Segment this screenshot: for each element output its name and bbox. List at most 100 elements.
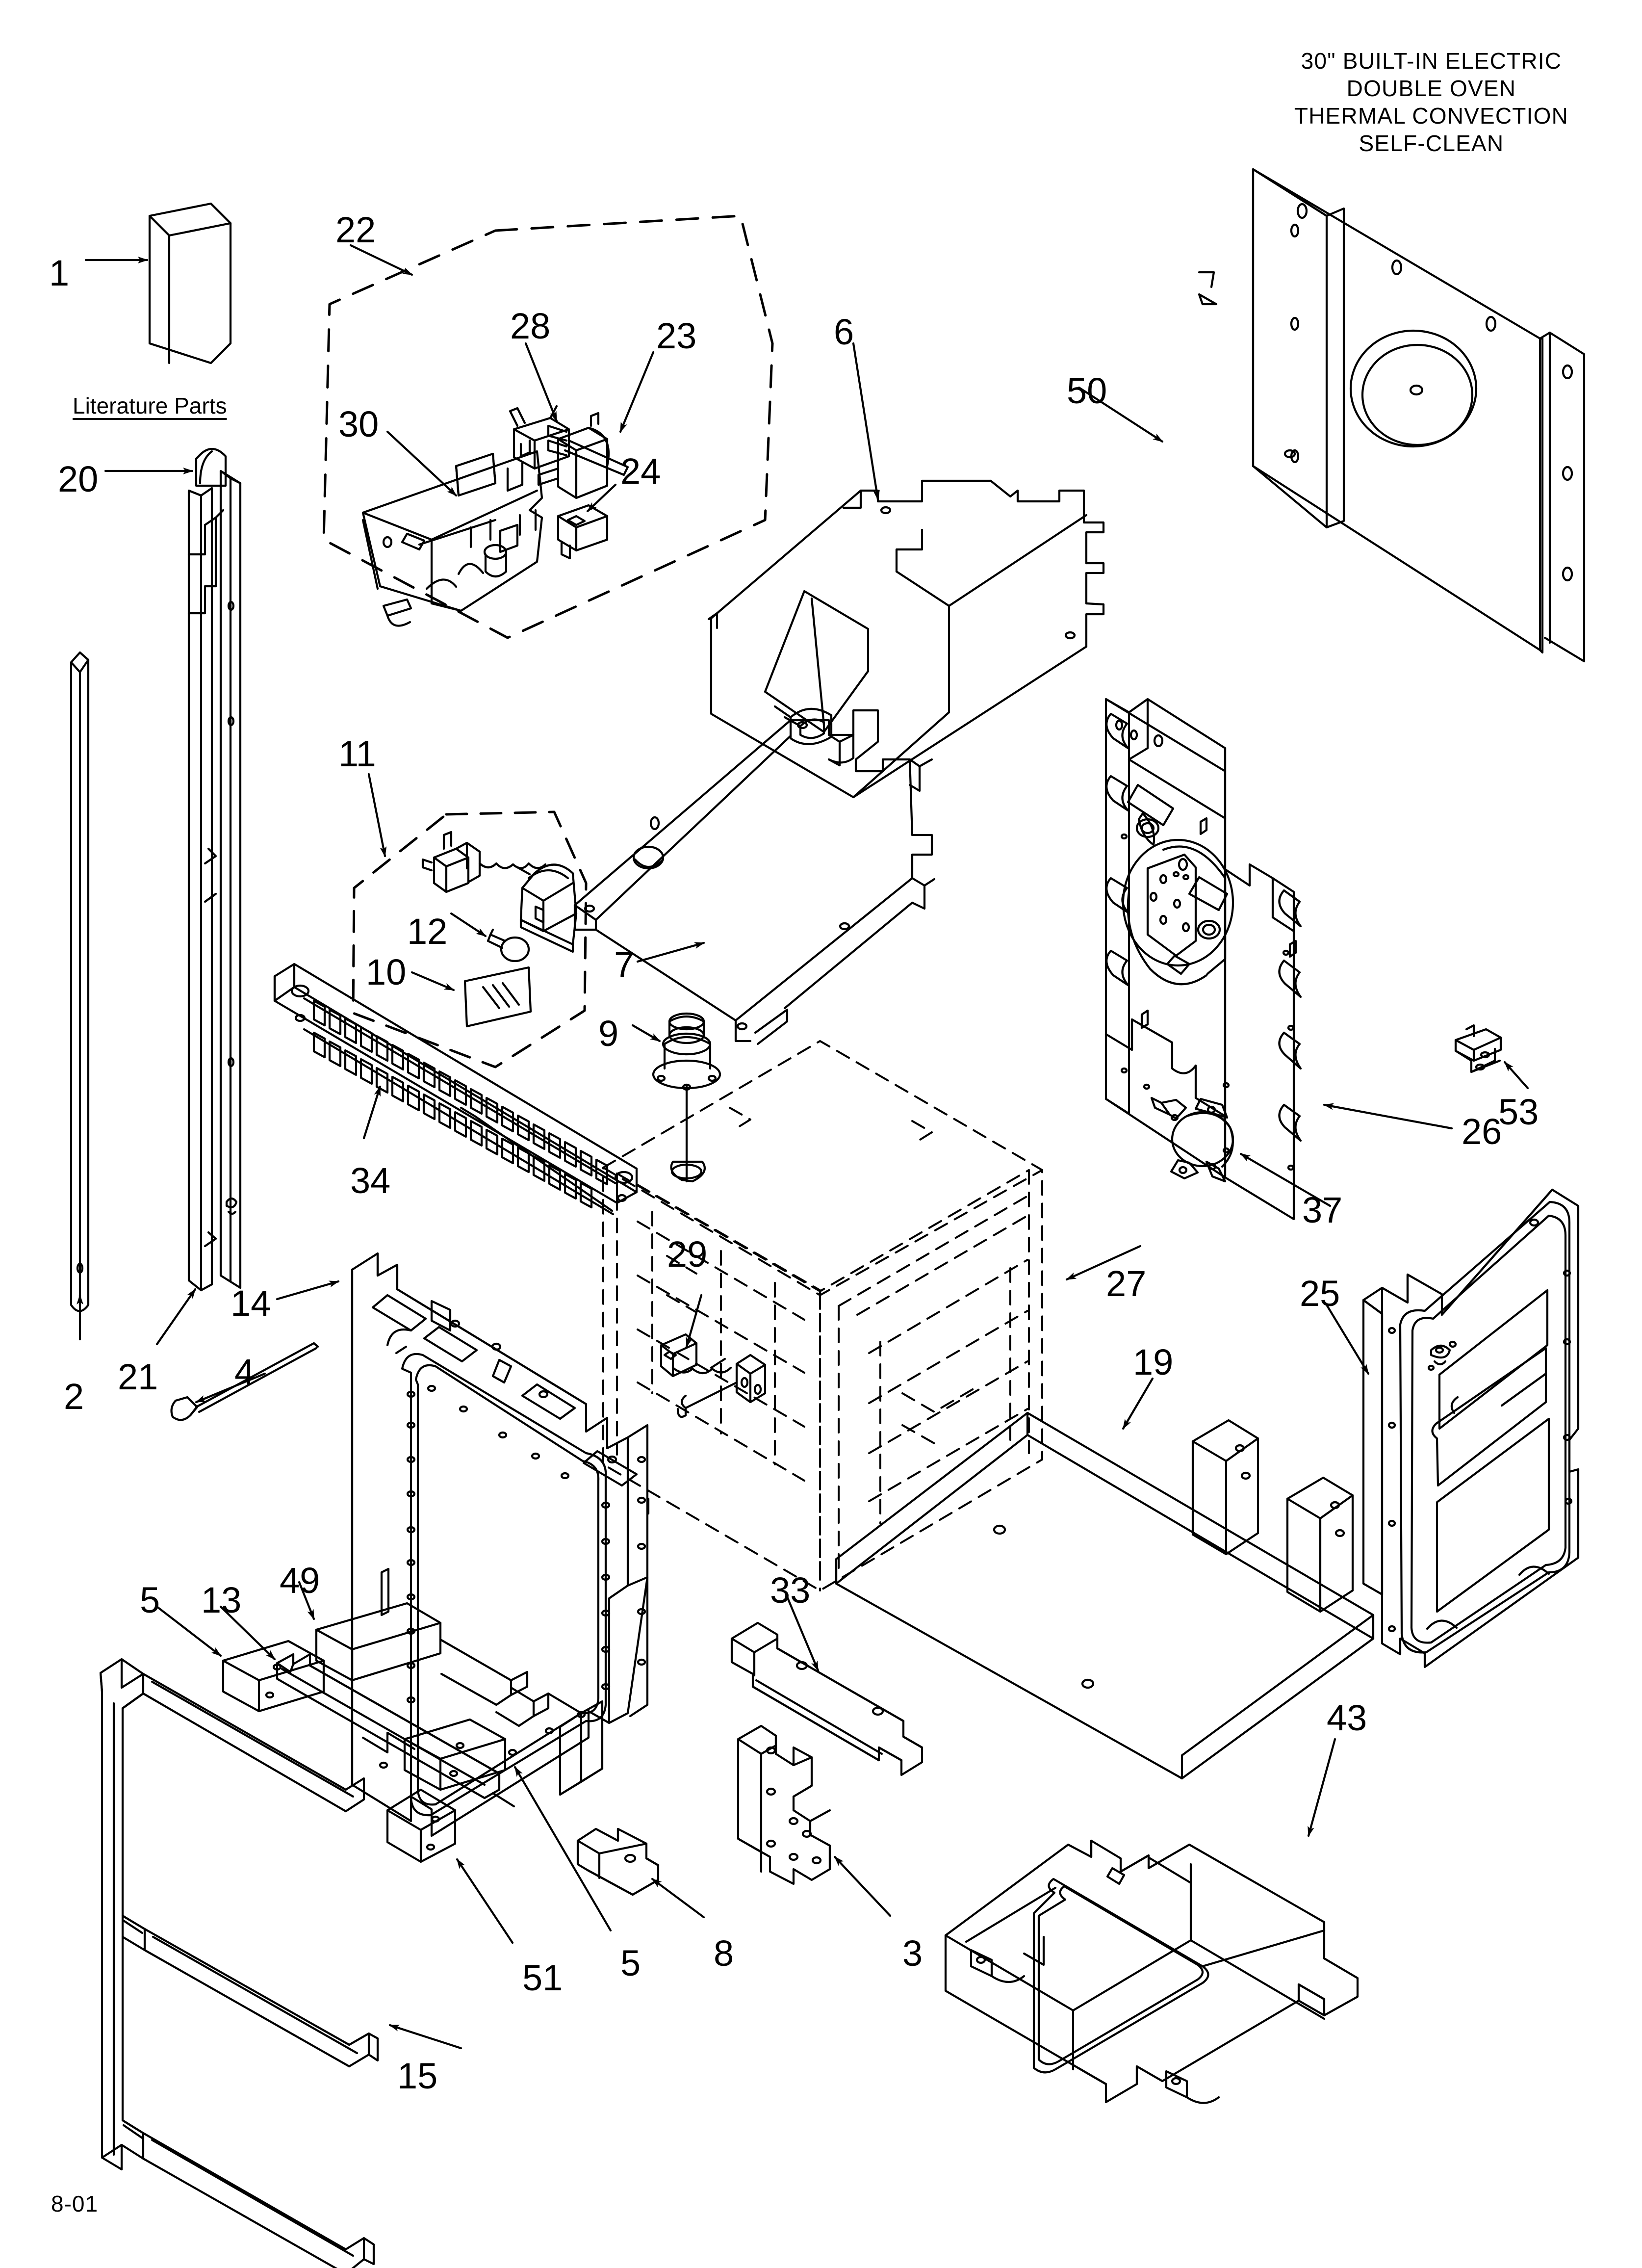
part-small-bracket — [576, 1827, 660, 1896]
callout-wire-clip[interactable]: 53 — [1498, 1092, 1539, 1132]
phantom-box-lamp-assembly — [352, 810, 588, 1069]
leader-10 — [410, 971, 455, 991]
leader-19 — [1122, 1377, 1154, 1430]
leader-6 — [852, 342, 880, 501]
part-support-channel — [730, 1621, 924, 1776]
part-side-liner-panel — [1362, 1188, 1580, 1668]
callout-trim-end-cap[interactable]: 20 — [58, 459, 99, 499]
part-micro-switch — [557, 504, 609, 560]
leader-26 — [1323, 1103, 1453, 1130]
callout-side-liner-panel[interactable]: 25 — [1300, 1273, 1340, 1314]
part-thermal-limiter — [1150, 1096, 1234, 1183]
leader-23 — [619, 351, 655, 433]
part-latch-motor — [537, 412, 610, 499]
part-literature-manual — [148, 202, 232, 365]
callout-support-channel[interactable]: 33 — [770, 1570, 811, 1611]
part-bottom-pan — [944, 1839, 1359, 2104]
leader-13 — [219, 1605, 276, 1661]
part-temperature-sensor — [660, 1333, 767, 1418]
sheet-footer-code: 8-01 — [51, 2191, 99, 2216]
leader-12 — [450, 912, 487, 938]
leader-11 — [367, 773, 387, 858]
phantom-box-latch-assembly — [322, 214, 774, 639]
callout-rear-outer-panel[interactable]: 50 — [1067, 370, 1107, 411]
callout-side-trim-rail[interactable]: 2 — [64, 1376, 84, 1417]
callout-latch-assembly-box[interactable]: 22 — [335, 209, 376, 250]
part-lamp-lens — [463, 966, 532, 1028]
part-thermostat — [652, 1012, 721, 1183]
callout-front-trim-rail[interactable]: 21 — [118, 1356, 158, 1397]
callout-gasket-retainer[interactable]: 13 — [201, 1580, 242, 1620]
callout-door-switch[interactable]: 28 — [510, 306, 551, 346]
drawing-title-block: 30" BUILT-IN ELECTRIC DOUBLE OVEN THERMA… — [1294, 47, 1568, 157]
callout-micro-switch[interactable]: 24 — [620, 451, 661, 492]
leader-15 — [388, 2024, 462, 2050]
leader-25 — [1325, 1303, 1370, 1375]
leader-50 — [1078, 386, 1164, 443]
callout-door-gasket[interactable]: 15 — [397, 2056, 438, 2096]
callout-door-rail[interactable]: 49 — [280, 1560, 320, 1601]
leader-8 — [651, 1877, 705, 1919]
part-door-gasket — [99, 1658, 379, 2268]
part-trim-corner-block — [386, 1788, 457, 1863]
callout-small-bracket[interactable]: 8 — [714, 1933, 734, 1974]
callout-thermostat[interactable]: 9 — [598, 1013, 619, 1054]
part-lamp-bulb — [487, 928, 530, 963]
part-hinge-bracket — [737, 1724, 831, 1885]
leader-9 — [631, 1024, 661, 1043]
callout-trim-block-upper[interactable]: 5 — [140, 1580, 160, 1620]
leader-49 — [298, 1581, 315, 1620]
part-oven-top-plate — [573, 709, 936, 1045]
callout-oven-top-plate[interactable]: 7 — [614, 944, 635, 985]
part-front-frame — [351, 1252, 650, 1837]
callout-thermal-limiter[interactable]: 37 — [1302, 1190, 1343, 1230]
part-screw — [170, 1342, 319, 1421]
callout-trim-block-lower[interactable]: 5 — [620, 1943, 641, 1983]
callout-vent-trim-panel[interactable]: 34 — [350, 1160, 391, 1201]
leader-22 — [349, 244, 413, 276]
title-line-3: THERMAL CONVECTION — [1294, 103, 1568, 129]
part-vent-deflector — [707, 479, 1105, 799]
callout-lamp-assembly-box[interactable]: 11 — [338, 733, 376, 774]
callout-rear-inner-panel[interactable]: 26 — [1462, 1111, 1502, 1152]
leader-27 — [1065, 1245, 1142, 1281]
leader-24 — [586, 483, 617, 513]
leader-33 — [786, 1595, 820, 1672]
part-rear-inner-panel — [1104, 698, 1302, 1221]
callout-literature-manual[interactable]: 1 — [49, 253, 70, 293]
part-front-trim-rail — [187, 469, 242, 1292]
part-side-trim-rail — [70, 651, 90, 1312]
callout-oven-cavity[interactable]: 27 — [1106, 1263, 1147, 1304]
callout-front-frame[interactable]: 14 — [231, 1283, 271, 1324]
part-wire-clip — [1454, 1024, 1502, 1073]
part-door-rail — [315, 1602, 604, 1796]
callout-trim-corner-block[interactable]: 51 — [522, 1957, 563, 1998]
part-divider-shelf — [835, 1411, 1375, 1780]
leader-7 — [636, 941, 705, 963]
leader-28 — [524, 342, 558, 422]
callout-latch-motor[interactable]: 23 — [656, 315, 697, 356]
callout-bottom-pan[interactable]: 43 — [1327, 1697, 1367, 1738]
part-door-switch — [509, 405, 629, 476]
callout-vent-deflector[interactable]: 6 — [834, 312, 854, 352]
callout-screw[interactable]: 4 — [234, 1352, 255, 1392]
callout-lamp-lens[interactable]: 10 — [366, 952, 407, 992]
title-line-1: 30" BUILT-IN ELECTRIC — [1301, 48, 1562, 74]
title-line-2: DOUBLE OVEN — [1346, 76, 1516, 102]
part-gasket-retainer — [276, 1653, 501, 1799]
part-trim-block-lower — [403, 1718, 507, 1791]
callout-hinge-bracket[interactable]: 3 — [902, 1933, 923, 1974]
part-latch-bracket — [361, 450, 543, 627]
callout-divider-shelf[interactable]: 19 — [1133, 1342, 1174, 1382]
callout-latch-bracket[interactable]: 30 — [338, 404, 379, 444]
part-rear-outer-panel — [1198, 168, 1586, 663]
leader-29 — [685, 1294, 703, 1348]
callout-temperature-sensor[interactable]: 29 — [667, 1234, 708, 1275]
leader-14 — [276, 1280, 340, 1301]
callout-lamp-bulb[interactable]: 12 — [407, 911, 448, 952]
leader-5 — [155, 1605, 222, 1657]
leader-30 — [386, 430, 458, 497]
group-caption-literature-parts: Literature Parts — [73, 393, 227, 418]
